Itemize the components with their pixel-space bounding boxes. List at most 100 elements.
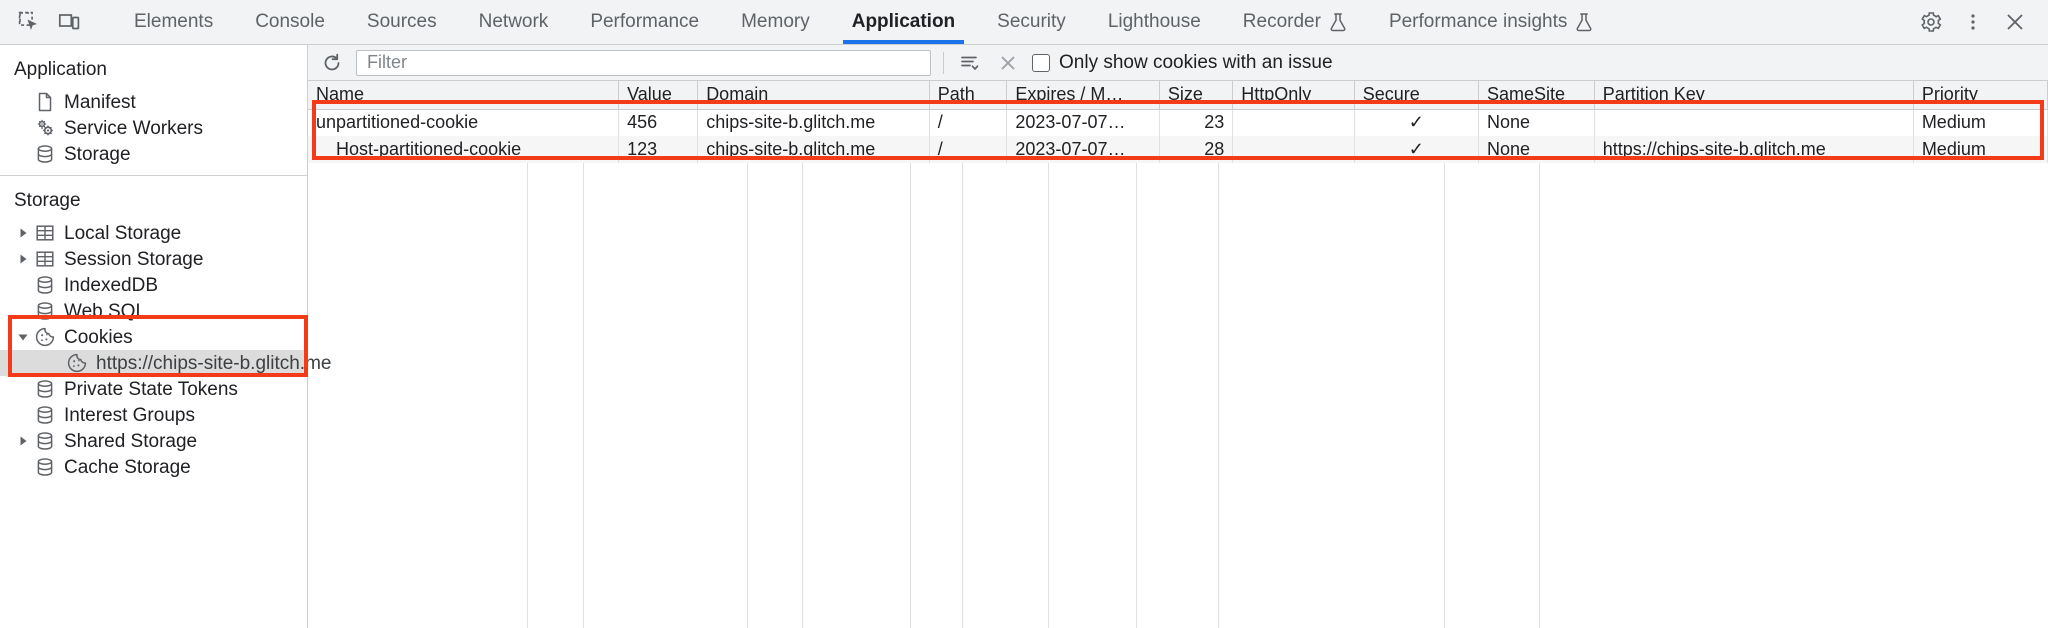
tab-recorder[interactable]: Recorder xyxy=(1222,0,1368,44)
inspect-element-icon[interactable] xyxy=(10,3,48,41)
sidebar-item-local-storage[interactable]: Local Storage xyxy=(0,220,307,246)
database-icon xyxy=(32,404,58,426)
column-header-value[interactable]: Value xyxy=(618,81,699,110)
sidebar-item-storage[interactable]: Storage xyxy=(0,141,307,167)
cell-expires[interactable]: 2023-07-07… xyxy=(1006,109,1160,136)
close-devtools-icon[interactable] xyxy=(1996,3,2034,41)
database-icon xyxy=(32,274,58,296)
column-header-samesite[interactable]: SameSite xyxy=(1478,81,1595,110)
cell-size[interactable]: 28 xyxy=(1159,136,1234,163)
refresh-icon[interactable] xyxy=(318,49,346,77)
cell-secure[interactable]: ✓ xyxy=(1354,109,1479,136)
column-header-domain[interactable]: Domain xyxy=(697,81,930,110)
column-header-expires[interactable]: Expires / M… xyxy=(1006,81,1160,110)
sidebar-item-private-state-tokens[interactable]: Private State Tokens xyxy=(0,376,307,402)
empty-cell xyxy=(1049,460,1137,487)
sidebar-item-manifest[interactable]: Manifest xyxy=(0,89,307,115)
sidebar-item-session-storage[interactable]: Session Storage xyxy=(0,246,307,272)
sidebar-item-service-workers[interactable]: Service Workers xyxy=(0,115,307,141)
cell-path[interactable]: / xyxy=(929,136,1008,163)
sidebar-item-shared-storage[interactable]: Shared Storage xyxy=(0,428,307,454)
clear-all-cookies-icon[interactable] xyxy=(994,49,1022,77)
column-header-size[interactable]: Size xyxy=(1159,81,1234,110)
tab-network[interactable]: Network xyxy=(458,0,570,44)
kebab-menu-icon[interactable] xyxy=(1954,3,1992,41)
sidebar-item-cache-storage[interactable]: Cache Storage xyxy=(0,454,307,480)
sidebar-item-cookies[interactable]: Cookies xyxy=(0,324,307,350)
cell-samesite[interactable]: None xyxy=(1478,109,1595,136)
sidebar-item-web-sql[interactable]: Web SQL xyxy=(0,298,307,324)
empty-cell xyxy=(803,298,911,325)
tab-performance-insights[interactable]: Performance insights xyxy=(1368,0,1614,44)
cell-name[interactable]: __Host-partitioned-cookie xyxy=(308,136,620,163)
column-header-partition-key[interactable]: Partition Key xyxy=(1594,81,1914,110)
cell-priority[interactable]: Medium xyxy=(1913,136,2048,163)
cell-expires[interactable]: 2023-07-07… xyxy=(1006,136,1160,163)
cell-name[interactable]: unpartitioned-cookie xyxy=(308,109,620,136)
empty-cell xyxy=(1137,487,1219,514)
tab-label: Memory xyxy=(741,11,810,32)
cell-value[interactable]: 123 xyxy=(618,136,699,163)
sidebar-item-indexeddb[interactable]: IndexedDB xyxy=(0,272,307,298)
only-show-issues-checkbox[interactable] xyxy=(1032,53,1050,72)
chevron-right-icon[interactable] xyxy=(14,227,32,239)
cell-size[interactable]: 23 xyxy=(1159,109,1234,136)
database-icon xyxy=(32,430,58,452)
empty-cell xyxy=(748,595,803,622)
column-header-name[interactable]: Name xyxy=(308,81,620,110)
empty-cell xyxy=(1049,622,1137,628)
column-header-priority[interactable]: Priority xyxy=(1913,81,2048,110)
sidebar-item-https-chips-site-b-glitch-me[interactable]: https://chips-site-b.glitch.me xyxy=(0,350,331,376)
empty-cell xyxy=(1219,379,1445,406)
cell-secure[interactable]: ✓ xyxy=(1354,136,1479,163)
empty-cell xyxy=(528,406,584,433)
chevron-right-icon[interactable] xyxy=(14,253,32,265)
cell-path[interactable]: / xyxy=(929,109,1008,136)
tab-memory[interactable]: Memory xyxy=(720,0,831,44)
cell-value[interactable]: 456 xyxy=(618,109,699,136)
empty-cell xyxy=(1445,190,1540,217)
tab-sources[interactable]: Sources xyxy=(346,0,458,44)
column-header-path[interactable]: Path xyxy=(929,81,1008,110)
empty-cell xyxy=(911,487,963,514)
empty-cell xyxy=(1445,514,1540,541)
empty-cell xyxy=(1137,595,1219,622)
filter-input-wrap[interactable] xyxy=(356,49,931,76)
clear-filter-icon[interactable] xyxy=(956,49,984,77)
empty-row xyxy=(308,190,2048,217)
tab-console[interactable]: Console xyxy=(234,0,346,44)
cell-partition-key[interactable]: https://chips-site-b.glitch.me xyxy=(1594,136,1914,163)
cell-httponly[interactable] xyxy=(1232,109,1355,136)
cell-domain[interactable]: chips-site-b.glitch.me xyxy=(697,136,930,163)
tab-elements[interactable]: Elements xyxy=(113,0,234,44)
empty-cell xyxy=(1049,487,1137,514)
cell-httponly[interactable] xyxy=(1232,136,1355,163)
cell-domain[interactable]: chips-site-b.glitch.me xyxy=(697,109,930,136)
filter-input[interactable] xyxy=(365,51,922,74)
column-header-secure[interactable]: Secure xyxy=(1354,81,1479,110)
tab-performance[interactable]: Performance xyxy=(569,0,720,44)
chevron-down-icon[interactable] xyxy=(14,331,32,343)
tab-lighthouse[interactable]: Lighthouse xyxy=(1087,0,1222,44)
cell-samesite[interactable]: None xyxy=(1478,136,1595,163)
tab-application[interactable]: Application xyxy=(831,0,976,44)
cell-priority[interactable]: Medium xyxy=(1913,109,2048,136)
empty-cell xyxy=(1445,379,1540,406)
empty-cell xyxy=(911,244,963,271)
gear-icon[interactable] xyxy=(1912,3,1950,41)
column-header-httponly[interactable]: HttpOnly xyxy=(1232,81,1355,110)
empty-cell xyxy=(1049,433,1137,460)
sidebar-item-interest-groups[interactable]: Interest Groups xyxy=(0,402,307,428)
document-icon xyxy=(32,91,58,113)
chevron-right-icon[interactable] xyxy=(14,435,32,447)
tab-security[interactable]: Security xyxy=(976,0,1087,44)
only-show-issues-checkbox-row[interactable]: Only show cookies with an issue xyxy=(1032,52,1333,74)
device-toolbar-icon[interactable] xyxy=(50,3,88,41)
empty-cell xyxy=(803,190,911,217)
cell-partition-key[interactable] xyxy=(1594,109,1914,136)
empty-cell xyxy=(584,217,748,244)
empty-cell xyxy=(911,595,963,622)
